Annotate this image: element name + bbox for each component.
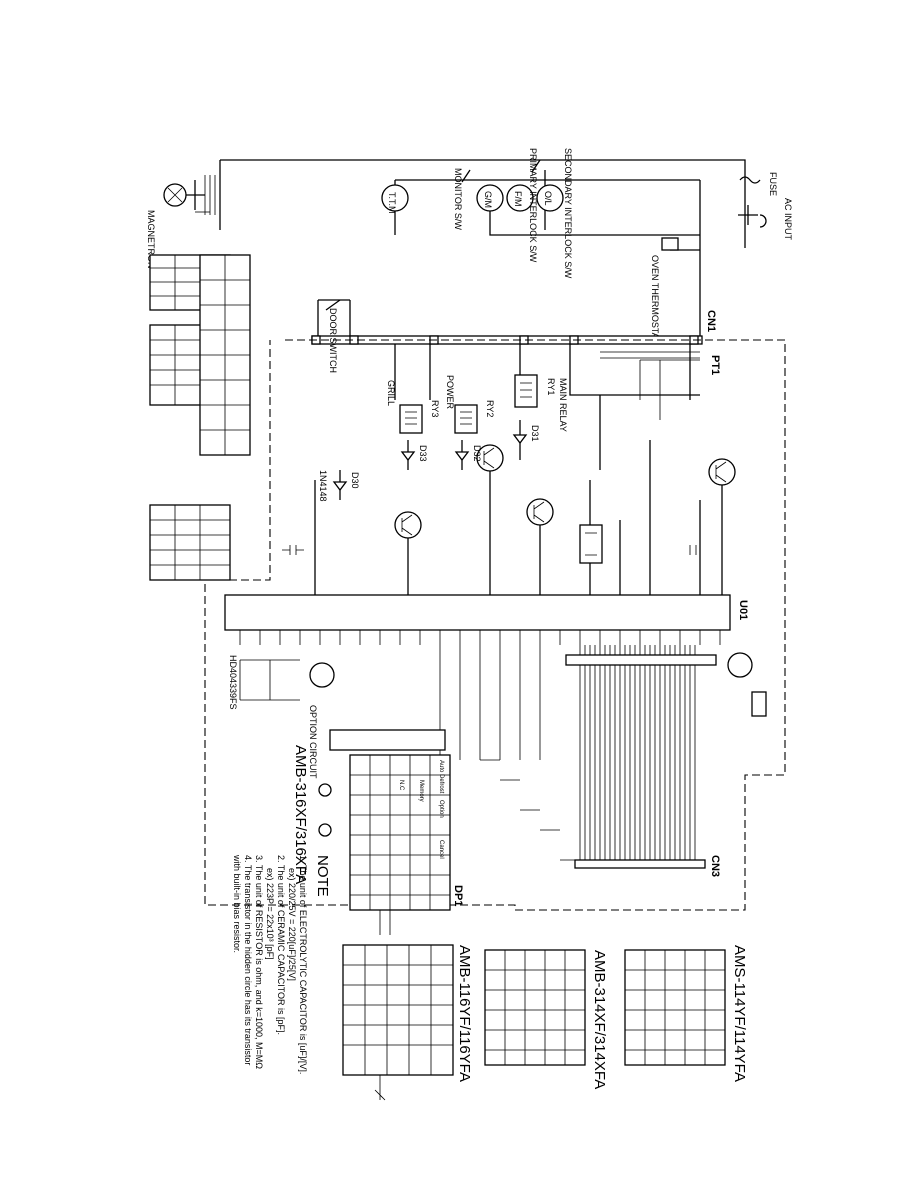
- ac-input-label: AC INPUT: [783, 198, 793, 241]
- note-4-cont: with built-in bias resistor.: [232, 854, 242, 953]
- pt1-label: PT1: [709, 355, 721, 375]
- option-circuit: OPTION CIRCUIT: [239, 659, 335, 779]
- transistor-q20: [727, 652, 753, 678]
- d33-label: D33: [418, 445, 428, 462]
- transistor-q13: [394, 511, 422, 539]
- ry2-ref: RY2: [485, 400, 495, 417]
- note-3: 3. The unit of RESISTOR is ohm, and k=10…: [254, 855, 264, 1069]
- power-section: MAGNETRON T.T.M G/M F/M O/L MONITOR S/W …: [146, 148, 793, 344]
- buzzer-bz1: [751, 691, 767, 717]
- resonator-cr1: [579, 524, 603, 564]
- notes-title: NOTE: [314, 855, 331, 897]
- d31-label: D31: [530, 425, 540, 442]
- motor-ol-label: O/L: [543, 191, 553, 206]
- transistor-q21: [708, 458, 736, 486]
- matrix-title-316: AMB-316XF/316XFA: [292, 745, 309, 884]
- motor-gm: G/M: [476, 184, 504, 212]
- monitor-switch-label: MONITOR S/W: [453, 168, 463, 230]
- ry1-name: MAIN RELAY: [558, 378, 568, 432]
- motor-ol: O/L: [536, 184, 564, 212]
- ry3-name: GRILL: [386, 380, 396, 406]
- key-matrix-314: AMB-314XF/314XFA: [484, 949, 608, 1089]
- u01-part: HD404339FS: [228, 655, 238, 710]
- transformer-pt1: PT1: [600, 351, 721, 375]
- matrix-title-314: AMB-314XF/314XFA: [591, 950, 608, 1089]
- key-cancel: Cancel: [438, 840, 444, 859]
- motor-ttm-label: T.T.M: [387, 192, 397, 214]
- key-matrix-116: AMB-116YF/116YFA: [342, 944, 473, 1101]
- pcb-outline: [204, 339, 786, 911]
- key-matrix-316: Auto Defrost Option Cancel Memory N.C AM…: [292, 745, 464, 935]
- oven-thermostat-label: OVEN THERMOSTAT: [650, 255, 660, 344]
- d30-part: 1N4148: [318, 470, 328, 502]
- motor-fm-label: F/M: [513, 191, 523, 207]
- relay-ry3: RY3 GRILL: [386, 380, 440, 434]
- relay-section: RY3 GRILL RY2 POWER RY1 MAIN RELAY: [282, 344, 736, 595]
- key-memory: Memory: [418, 780, 424, 802]
- key-matrix-114: AMS-114YF/114YFA: [624, 945, 748, 1082]
- relay-ry2: RY2 POWER: [445, 375, 495, 434]
- note-2-ex: ex) 223P = 22x10³ [pF]: [265, 868, 275, 960]
- u01-ref: U01: [737, 600, 749, 620]
- dp1-label: CN3: [709, 855, 721, 877]
- motor-ttm: T.T.M: [381, 184, 409, 214]
- note-2: 2. The unit of CERAMIC CAPACITOR is [pF]…: [276, 855, 286, 1035]
- ry3-ref: RY3: [430, 400, 440, 417]
- display-bus: CN3: [565, 645, 767, 877]
- magnetron-label: MAGNETRON: [146, 210, 156, 269]
- diode-d32: D32: [454, 440, 482, 470]
- note-1-ex: ex) 220/25V = 220[uF]/25[V]: [287, 868, 297, 981]
- diode-d30: D30 1N4148: [318, 470, 360, 502]
- matrix-title-116: AMB-116YF/116YFA: [456, 945, 473, 1082]
- ry2-name: POWER: [445, 375, 455, 410]
- matrix-title-114: AMS-114YF/114YFA: [731, 945, 748, 1082]
- secondary-interlock-label: SECONDARY INTERLOCK S/W: [563, 148, 573, 279]
- mcu-u01: U01 HD404339FS: [224, 594, 749, 710]
- motor-gm-label: G/M: [483, 191, 493, 208]
- note-1: 1. The unit of ELECTROLYTIC CAPACITOR is…: [298, 855, 308, 1074]
- relay-ry1: RY1 MAIN RELAY: [514, 374, 568, 432]
- config-table-3: [199, 254, 251, 456]
- note-4: 4. The transistor in the hidden circle h…: [243, 855, 253, 1065]
- diode-d31: D31: [512, 420, 540, 460]
- key-option: Option: [438, 800, 444, 818]
- fuse-symbol: FUSE: [739, 172, 778, 196]
- ac-input-plug: AC INPUT: [738, 198, 793, 241]
- d30-label: D30: [350, 472, 360, 489]
- config-table-4: [149, 504, 231, 581]
- d32-label: D32: [472, 445, 482, 462]
- magnetron-block: MAGNETRON: [146, 175, 216, 269]
- key-auto-defrost: Auto Defrost: [438, 760, 444, 794]
- cn1-label: CN1: [705, 310, 717, 332]
- key-nc: N.C: [398, 780, 404, 791]
- motor-fm: F/M: [506, 184, 534, 212]
- ry1-ref: RY1: [546, 378, 556, 395]
- diode-d33: D33: [400, 440, 428, 470]
- fuse-label: FUSE: [768, 172, 778, 196]
- option-circuit-label: OPTION CIRCUIT: [308, 705, 318, 779]
- key-routing: OPTION CIRCUIT: [239, 645, 575, 861]
- transistor-q12: [526, 498, 554, 526]
- cn3-label: DP1: [452, 885, 464, 906]
- oven-thermostat: OVEN THERMOSTAT: [650, 237, 679, 344]
- notes-block: NOTE 1. The unit of ELECTROLYTIC CAPACIT…: [232, 854, 331, 1074]
- primary-interlock-label: PRIMARY INTERLOCK S/W: [528, 148, 538, 263]
